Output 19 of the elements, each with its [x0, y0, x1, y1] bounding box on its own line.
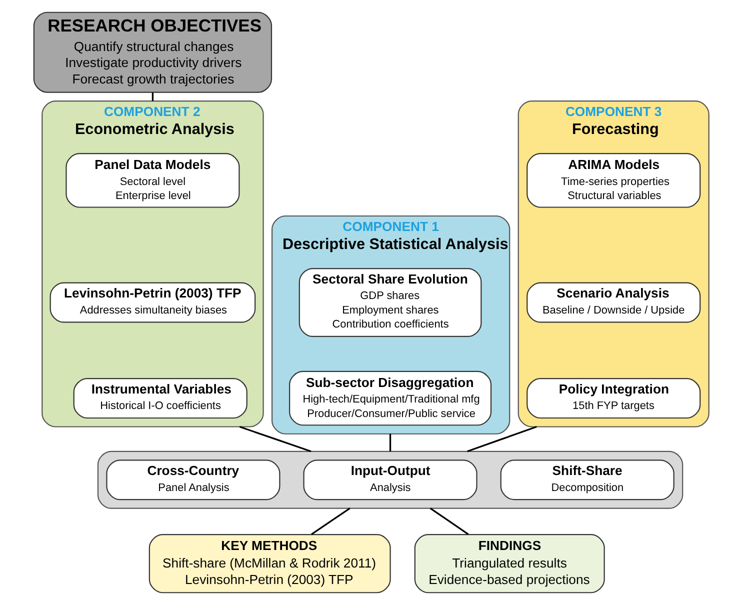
node-box: Shift-Share Decomposition	[500, 460, 674, 500]
node-box: Cross-Country Panel Analysis	[106, 460, 280, 500]
node-box: Panel Data Models Sectoral level Enterprise level	[65, 153, 240, 208]
node-box: RESEARCH OBJECTIVES Quantify structural changes Investigate productivity drivers Forecast growth trajectories	[32, 12, 272, 93]
connector	[429, 508, 468, 535]
node-box: Scenario Analysis Baseline / Downside / Upside	[526, 282, 700, 323]
connector	[310, 508, 350, 535]
connector	[151, 92, 154, 102]
node-box: ARIMA Models Time-series properties Structural variables	[526, 153, 700, 208]
node-box: KEY METHODS Shift-share (McMillan & Rodrik 2011) Levinsohn-Petrin (2003) TFP	[148, 534, 390, 594]
cluster	[96, 450, 683, 509]
node-box: Sectoral Share Evolution GDP shares Employment shares Contribution coefficients	[298, 268, 482, 337]
node-box: Levinsohn-Petrin (2003) TFP Addresses simultaneity biases	[49, 282, 256, 323]
connector	[388, 434, 391, 452]
node-box: Instrumental Variables Historical I-O coefficients	[72, 378, 247, 419]
node-box: FINDINGS Triangulated results Evidence-based projections	[414, 534, 604, 594]
node-box: Policy Integration 15th FYP targets	[526, 378, 700, 419]
node-box: Sub-sector Disaggregation High-tech/Equipment/Traditional mfg Producer/Consumer/Public service	[288, 370, 492, 426]
node-box: Input-Output Analysis	[302, 460, 477, 500]
